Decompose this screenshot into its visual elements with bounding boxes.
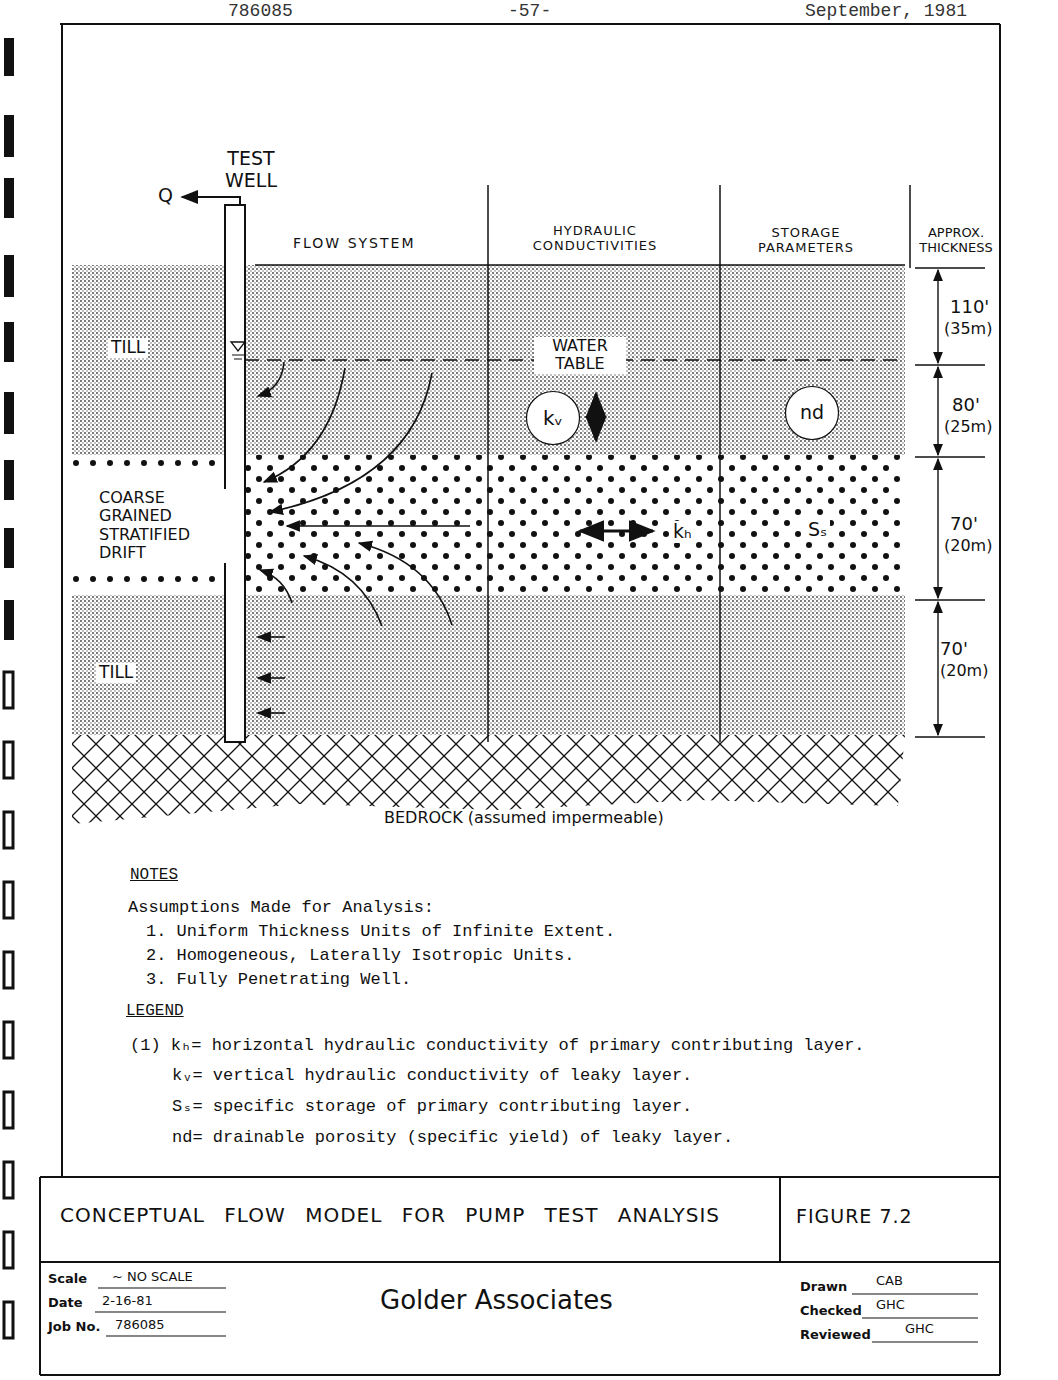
title-block-text: ~ NO SCALE xyxy=(112,1270,193,1285)
leaky-conductivity-circle: kᵥ xyxy=(525,390,581,446)
drawing-label: 110' xyxy=(950,297,989,318)
layer-label: CONCEPTUAL FLOW MODEL FOR PUMP TEST ANAL… xyxy=(60,1204,720,1227)
layer-label: FIGURE 7.2 xyxy=(796,1206,913,1228)
conductivity-arrows xyxy=(580,394,653,531)
note-text: Assumptions Made for Analysis: xyxy=(128,898,434,918)
water-table-symbol xyxy=(231,342,245,351)
drawing-label: 786085 xyxy=(228,1,293,22)
title-block-text: Date xyxy=(48,1296,83,1311)
drift-layer: COARSE GRAINED STRATIFIED DRIFT kₕ Sₛ xyxy=(72,455,905,595)
title-block-text: Scale xyxy=(48,1272,87,1287)
drawing-label: (25m) xyxy=(944,418,992,436)
test-well xyxy=(225,205,245,742)
discharge-arrow xyxy=(182,197,240,205)
drawing-label: -57- xyxy=(508,1,551,22)
title-block-text: 2-16-81 xyxy=(102,1294,153,1309)
title-block-text: Reviewed xyxy=(800,1328,871,1343)
drawing-label: September, 1981 xyxy=(805,1,967,22)
drawing-label: (35m) xyxy=(944,320,992,338)
note-text: nd= drainable porosity (specific yield) … xyxy=(172,1128,733,1148)
layer-label: kᵥ xyxy=(543,407,563,430)
layer-label: nd xyxy=(800,402,824,424)
note-text: (1) kₕ= horizontal hydraulic conductivit… xyxy=(130,1036,865,1056)
drawing-label: Q xyxy=(158,185,173,207)
till-layer: TILL WATER TABLE kᵥ nd xyxy=(72,265,905,455)
drawing-label: APPROX. THICKNESS xyxy=(912,226,1000,256)
drainable-porosity-circle: nd xyxy=(784,385,840,441)
title-block-text: CAB xyxy=(876,1274,903,1289)
dot-row xyxy=(76,460,222,466)
drawing-label: (20m) xyxy=(944,537,992,555)
drawing-label: STORAGE PARAMETERS xyxy=(745,226,867,256)
till-layer: TILL xyxy=(72,595,905,735)
frame xyxy=(40,24,1000,1375)
drawing-label: HYDRAULIC CONDUCTIVITIES xyxy=(515,224,675,254)
note-text: 3. Fully Penetrating Well. xyxy=(146,970,411,990)
column-dividers xyxy=(255,185,910,742)
note-text: 2. Homogeneous, Laterally Isotropic Unit… xyxy=(146,946,574,966)
parameter-label: Sₛ xyxy=(805,519,830,541)
drift-left xyxy=(72,455,225,595)
note-text: LEGEND xyxy=(126,1002,184,1020)
binding-holes xyxy=(4,672,13,1338)
drawing-label: FLOW SYSTEM xyxy=(293,235,415,251)
binding-marks xyxy=(4,38,14,640)
flow-arrows xyxy=(258,362,470,713)
title-block-text: Golder Associates xyxy=(380,1286,613,1316)
drawing-label: TEST WELL xyxy=(218,148,284,192)
title-block-text: Job No. xyxy=(48,1320,100,1335)
note-text: 1. Uniform Thickness Units of Infinite E… xyxy=(146,922,615,942)
title-block-text: 786085 xyxy=(115,1318,165,1333)
parameter-label: WATER TABLE xyxy=(534,337,626,374)
title-cell: CONCEPTUAL FLOW MODEL FOR PUMP TEST ANAL… xyxy=(40,1177,780,1262)
drawing-label: 70' xyxy=(940,639,968,660)
layer-label: COARSE GRAINED STRATIFIED DRIFT xyxy=(96,489,226,563)
bedrock-layer: BEDROCK (assumed impermeable) xyxy=(72,735,905,840)
title-block-text: GHC xyxy=(905,1322,934,1337)
title-block-text: Checked xyxy=(800,1304,862,1319)
dot-row xyxy=(76,576,222,582)
note-text: NOTES xyxy=(130,866,178,884)
layer-label: BEDROCK (assumed impermeable) xyxy=(384,809,664,827)
note-text: Sₛ= specific storage of primary contribu… xyxy=(172,1097,692,1117)
drawing-label: 70' xyxy=(950,514,978,535)
parameter-label: kₕ xyxy=(670,521,695,543)
layer-label: TILL xyxy=(108,338,148,358)
title-block-text: Drawn xyxy=(800,1280,847,1295)
layer-label: TILL xyxy=(96,663,136,683)
figure-number-cell: FIGURE 7.2 xyxy=(780,1177,1000,1262)
drawing-label: 80' xyxy=(952,395,980,416)
drawing-label: (20m) xyxy=(940,662,988,680)
note-text: kᵥ= vertical hydraulic conductivity of l… xyxy=(172,1066,692,1086)
title-block-text: GHC xyxy=(876,1298,905,1313)
